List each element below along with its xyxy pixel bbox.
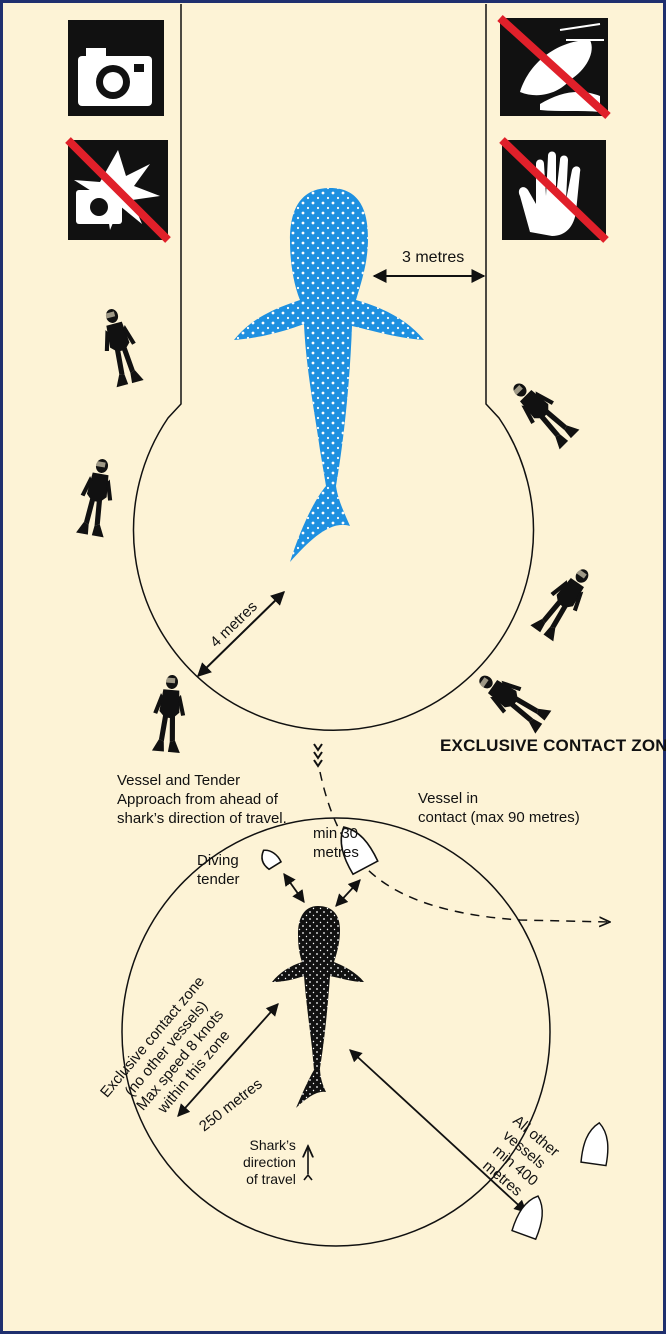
diver-icon [74,456,119,537]
exclusive-contact-zone-heading: EXCLUSIVE CONTACT ZONE [440,736,666,756]
vessel-distance-arrow [336,880,360,906]
tender-distance-arrow [284,874,304,902]
whale-shark-icon [272,906,364,1108]
diver-icon [95,305,146,388]
vessel-in-contact-label: Vessel in contact (max 90 metres) [418,789,580,827]
direction-chevrons [314,744,322,766]
boat-icon [512,1192,550,1240]
diver-icon [504,374,581,451]
diving-tender-label: Diving tender [197,851,240,889]
boat-icon [581,1121,612,1166]
whale-shark-icon [234,188,424,562]
other-vessels-label: All other vessels min 400 metres [475,1112,565,1203]
rear-distance-label: 4 metres [207,598,261,651]
no-flash-icon [68,140,168,240]
diver-icon [150,674,189,753]
side-distance-label: 3 metres [402,249,464,266]
no-touch-riding-icon [500,18,608,116]
min-30-label: min 30 metres [313,824,359,862]
diver-icon [471,665,552,735]
direction-chevron-small [304,1175,312,1180]
camera-icon [68,20,164,116]
direction-of-travel-label: Shark’s direction of travel [243,1137,296,1188]
other-vessels-distance-arrow [350,1050,526,1212]
approach-note: Vessel and Tender Approach from ahead of… [117,771,287,828]
no-touch-hand-icon [502,140,606,240]
boat-icon [257,846,282,871]
diver-icon [529,561,599,642]
